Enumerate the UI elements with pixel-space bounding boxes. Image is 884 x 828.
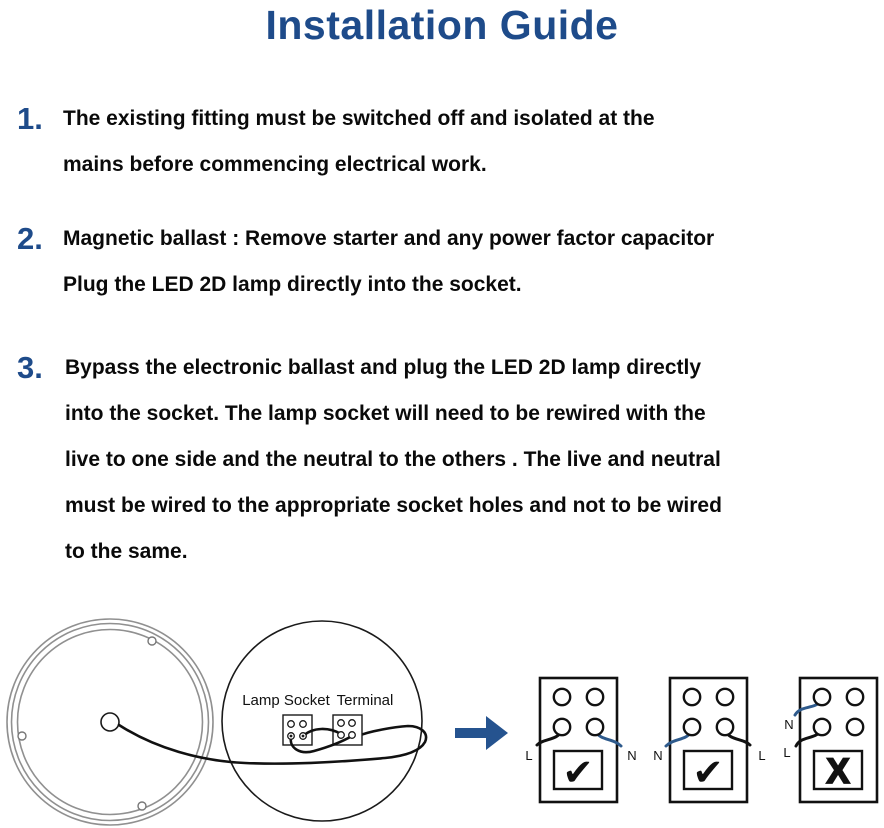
fixture-middle-ring [10, 622, 210, 822]
fixture-center-hole [100, 712, 120, 732]
result-box [682, 749, 734, 791]
step-text-line: must be wired to the appropriate socket … [65, 494, 722, 517]
step-1: 1. The existing fitting must be switched… [17, 96, 877, 188]
lamp-socket-label: Lamp Socket [242, 692, 330, 709]
screw-hole [17, 731, 27, 741]
step-2: 2. Magnetic ballast : Remove starter and… [17, 216, 877, 308]
step-text-line: to the same. [65, 540, 188, 563]
socket-option-2: N L ✔ [653, 676, 766, 804]
socket-hole [715, 687, 735, 707]
neutral-label: N [627, 748, 636, 763]
screw-hole [147, 636, 157, 646]
result-box [552, 749, 604, 791]
magnifier-circle [221, 620, 423, 822]
socket-hole [585, 687, 605, 707]
fixture-inner-ring [16, 628, 204, 816]
socket-option-3: N L X [783, 676, 879, 804]
step-3-text: Bypass the electronic ballast and plug t… [65, 345, 877, 575]
wire-end-dot [289, 734, 293, 738]
step-1-number: 1. [17, 101, 43, 136]
socket-option-1: L N ✔ [525, 676, 637, 804]
wire-end-dot [301, 734, 305, 738]
terminal-hole [337, 719, 345, 727]
socket-hole [552, 687, 572, 707]
terminal-hole [348, 731, 356, 739]
neutral-label: N [653, 748, 662, 763]
socket-hole [682, 687, 702, 707]
step-text-line: The existing fitting must be switched of… [63, 107, 655, 130]
mains-wire [117, 723, 428, 765]
cross-icon: X [826, 752, 850, 791]
step-2-text: Magnetic ballast : Remove starter and an… [63, 216, 877, 308]
socket-terminal-wire [289, 734, 354, 754]
socket-hole [812, 687, 832, 707]
step-1-text: The existing fitting must be switched of… [63, 96, 877, 188]
terminal-block [332, 714, 363, 746]
check-icon: ✔ [692, 751, 723, 794]
screw-hole [137, 801, 147, 811]
lamp-fixture-drawing [6, 618, 214, 826]
terminal-hole [337, 731, 345, 739]
lamp-socket-block [282, 714, 313, 746]
step-2-number: 2. [17, 221, 43, 256]
live-label: L [783, 745, 790, 760]
terminal-label: Terminal [337, 692, 394, 709]
socket-hole [812, 717, 832, 737]
live-label: L [758, 748, 765, 763]
magnifier-detail: Lamp Socket Terminal [117, 620, 428, 822]
page-title: Installation Guide [265, 2, 619, 48]
socket-hole [585, 717, 605, 737]
wiring-diagram: Lamp Socket Terminal [6, 618, 879, 826]
step-text-line: mains before commencing electrical work. [63, 153, 487, 176]
live-label: L [525, 748, 532, 763]
step-text-line: Magnetic ballast : Remove starter and an… [63, 227, 715, 250]
step-text-line: live to one side and the neutral to the … [65, 448, 721, 471]
step-text-line: Bypass the electronic ballast and plug t… [65, 356, 701, 379]
step-text-line: Plug the LED 2D lamp directly into the s… [63, 273, 522, 296]
socket-hole [845, 717, 865, 737]
result-box [812, 749, 864, 791]
terminal-hole [348, 719, 356, 727]
right-arrow-icon [455, 716, 508, 750]
socket-hole [299, 720, 307, 728]
step-3: 3. Bypass the electronic ballast and plu… [17, 345, 877, 575]
check-icon: ✔ [562, 751, 593, 794]
socket-hole [845, 687, 865, 707]
socket-hole [715, 717, 735, 737]
fixture-outer-ring [6, 618, 214, 826]
socket-hole [287, 720, 295, 728]
neutral-label: N [784, 717, 793, 732]
socket-hole [552, 717, 572, 737]
socket-hole [682, 717, 702, 737]
step-3-number: 3. [17, 350, 43, 385]
step-text-line: into the socket. The lamp socket will ne… [65, 402, 706, 425]
